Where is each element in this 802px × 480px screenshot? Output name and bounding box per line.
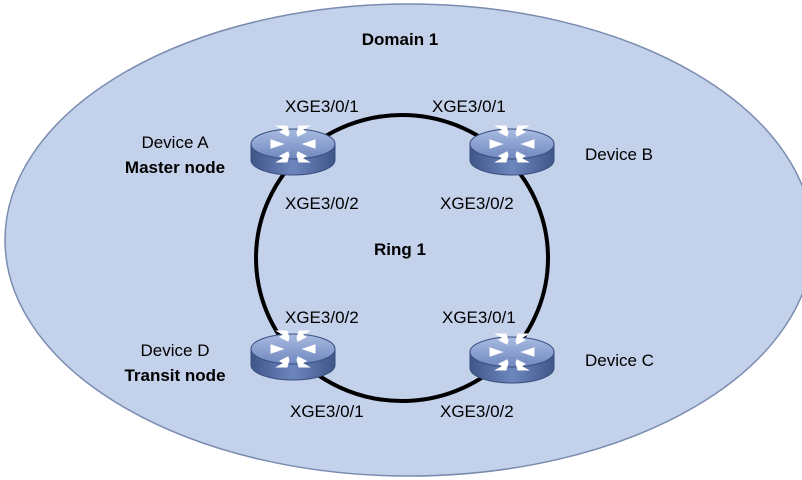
device-d-name: Device D	[140, 341, 210, 360]
switch-icon[interactable]	[469, 333, 555, 384]
device-b-name: Device B	[585, 145, 654, 164]
device-d-port-2: XGE3/0/2	[285, 308, 359, 327]
switch-icon[interactable]	[250, 125, 336, 176]
device-b-port-2: XGE3/0/2	[440, 194, 514, 213]
domain-ellipse	[4, 3, 802, 477]
device-d-port-1: XGE3/0/1	[290, 402, 364, 421]
switch-icon[interactable]	[250, 330, 336, 381]
ring-label: Ring 1	[374, 240, 426, 259]
device-a-name: Device A	[141, 133, 209, 152]
device-a-port-2: XGE3/0/2	[285, 194, 359, 213]
device-a-port-1: XGE3/0/1	[285, 97, 359, 116]
device-a-role: Master node	[124, 158, 226, 177]
device-c-port-1: XGE3/0/1	[442, 308, 516, 327]
switch-icon[interactable]	[469, 125, 555, 176]
ring-circle	[254, 113, 550, 403]
device-b-port-1: XGE3/0/1	[432, 97, 506, 116]
domain-label: Domain 1	[361, 30, 439, 49]
device-c-name: Device C	[585, 351, 654, 370]
device-c-port-2: XGE3/0/2	[440, 402, 514, 421]
device-d-role: Transit node	[124, 366, 226, 385]
